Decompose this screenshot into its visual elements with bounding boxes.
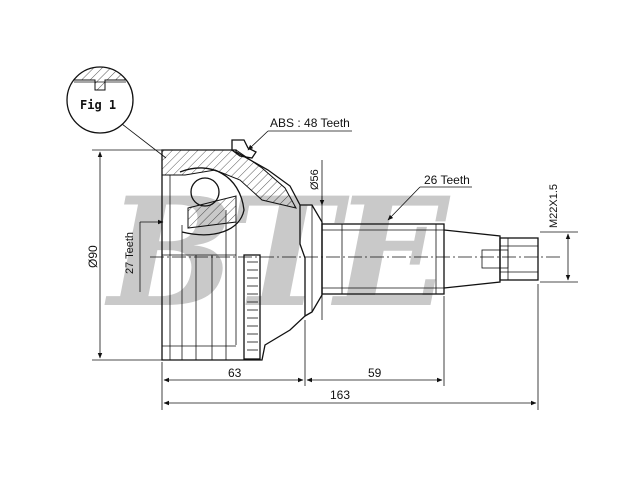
fig1-leader xyxy=(121,123,167,159)
thread-end xyxy=(499,237,539,281)
joint-assembly xyxy=(150,139,560,361)
abs-ring xyxy=(243,254,261,360)
fig1-detail: Fig 1 xyxy=(66,66,134,134)
housing-length-label: 63 xyxy=(228,366,242,380)
dim-inner-spline: 27 Teeth xyxy=(124,219,164,292)
thread-label: M22X1.5 xyxy=(548,184,560,228)
inner-spline-teeth-label: 27 Teeth xyxy=(124,232,136,274)
shaft-length-label: 59 xyxy=(368,366,382,380)
outer-diameter-label: Ø90 xyxy=(86,245,100,268)
abs-callout: ABS : 48 Teeth xyxy=(247,116,352,151)
dim-seal-diameter: Ø56 xyxy=(309,160,325,320)
outer-spline-callout: 26 Teeth xyxy=(387,173,472,221)
abs-teeth-label: ABS : 48 Teeth xyxy=(270,116,350,130)
seal-diameter-label: Ø56 xyxy=(309,169,321,190)
overall-length-label: 163 xyxy=(330,388,350,402)
outer-spline-teeth-label: 26 Teeth xyxy=(424,173,470,187)
dim-outer-diameter: Ø90 xyxy=(86,149,165,361)
dim-thread: M22X1.5 xyxy=(540,184,578,283)
figure-label: Fig 1 xyxy=(80,98,116,112)
dim-horizontal: 63 59 163 xyxy=(161,284,539,410)
